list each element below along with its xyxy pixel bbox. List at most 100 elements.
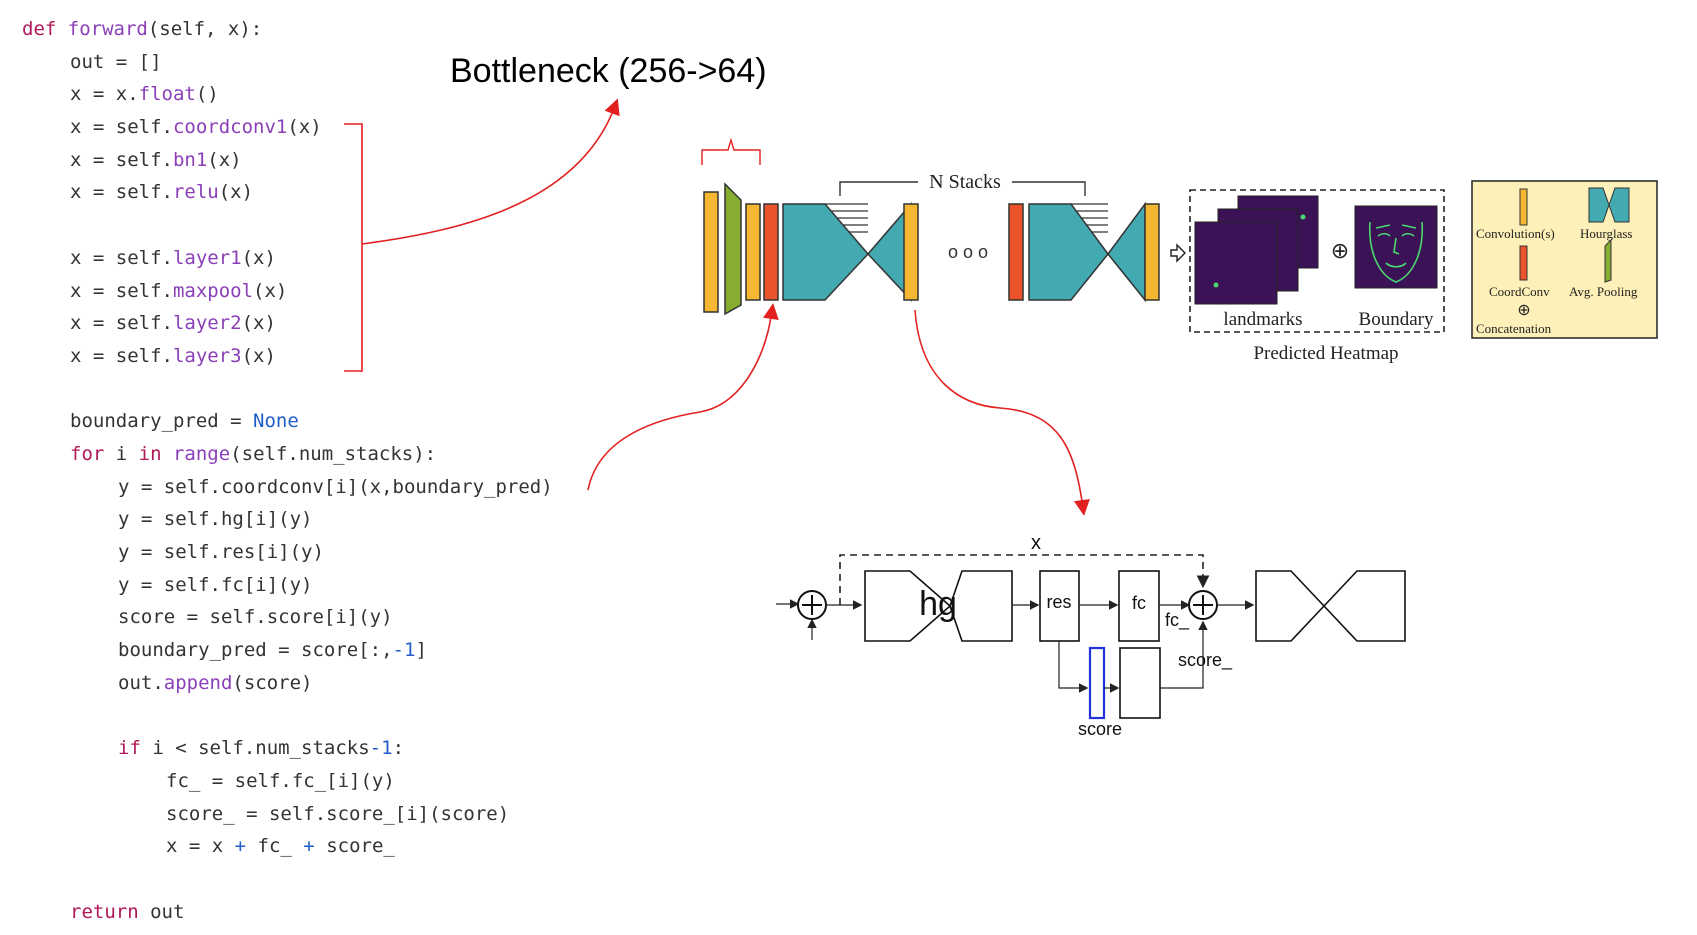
code-token: + xyxy=(234,835,258,858)
score-block xyxy=(1088,646,1106,720)
code-line: def forward(self, x): xyxy=(22,13,553,46)
legend-coordconv-label: CoordConv xyxy=(1489,284,1550,299)
landmark-dot xyxy=(1213,282,1219,288)
legend-hourglass-swatch xyxy=(1588,187,1630,223)
code-token: -1 xyxy=(369,737,393,760)
code-line: y = self.coordconv[i](x,boundary_pred) xyxy=(22,471,553,504)
code-token: boundary_pred = xyxy=(70,410,254,433)
code-token: () xyxy=(195,83,219,106)
bottleneck-arrow xyxy=(361,98,620,245)
output-arrow xyxy=(1170,243,1186,263)
code-token: -1 xyxy=(392,639,416,662)
heatmap-box xyxy=(1189,189,1445,333)
code-token: (x) xyxy=(241,246,276,269)
avgpool-block xyxy=(724,182,742,316)
score-branch-edge xyxy=(1058,641,1089,693)
code-token: score_ = self.score_[i](score) xyxy=(166,802,510,825)
code-token: i xyxy=(115,442,139,465)
code-token: x = self. xyxy=(70,116,173,139)
boundary-heatmap xyxy=(1354,205,1438,289)
code-token: (x) xyxy=(241,344,276,367)
code-line: x = self.maxpool(x) xyxy=(22,275,553,308)
code-line: boundary_pred = score[:,-1] xyxy=(22,634,553,667)
code-line: x = self.bn1(x) xyxy=(22,144,553,177)
code-token: y = self.hg[i](y) xyxy=(118,508,313,531)
code-token: fc_ xyxy=(257,835,304,858)
code-token: x = self. xyxy=(70,344,173,367)
code-token: coordconv1 xyxy=(172,116,288,139)
code-token: layer3 xyxy=(172,344,242,367)
score-underscore-label: score_ xyxy=(1178,650,1233,671)
code-token: in xyxy=(138,442,173,465)
landmarks-label: landmarks xyxy=(1223,309,1302,330)
coordconv-block xyxy=(1008,203,1024,301)
code-token: score_ xyxy=(326,835,395,858)
conv-block xyxy=(903,203,919,301)
code-line: fc_ = self.fc_[i](y) xyxy=(22,765,553,798)
code-bracket xyxy=(344,123,363,372)
code-token: (score) xyxy=(232,671,313,694)
code-line: x = self.layer3(x) xyxy=(22,340,553,373)
code-token: x = self. xyxy=(70,148,173,171)
landmark-heatmap xyxy=(1194,221,1278,305)
code-line: out.append(score) xyxy=(22,667,553,700)
code-token: score = self.score[i](y) xyxy=(118,606,393,629)
code-token: x = self. xyxy=(70,279,173,302)
legend-concat-symbol: ⊕ xyxy=(1517,302,1530,319)
code-token: boundary_pred = score[:, xyxy=(118,639,393,662)
score-label: score xyxy=(1078,719,1122,739)
code-line: y = self.fc[i](y) xyxy=(22,569,553,602)
code-token: fc_ = self.fc_[i](y) xyxy=(166,769,395,792)
skip-connections xyxy=(1071,203,1108,233)
code-line: score_ = self.score_[i](score) xyxy=(22,798,553,831)
conv-block xyxy=(1144,203,1160,301)
code-token: : xyxy=(392,737,405,760)
hg-label: hg xyxy=(919,585,957,623)
conv-block xyxy=(703,191,719,313)
coordconv-arrow xyxy=(587,303,779,491)
hg-block xyxy=(864,570,1013,642)
code-token: x = x. xyxy=(70,83,139,106)
code-token: forward xyxy=(67,18,148,40)
add-node-plus xyxy=(1193,595,1213,615)
code-token: def xyxy=(22,18,68,40)
code-token: out xyxy=(150,900,185,923)
fc-label: fc xyxy=(1132,593,1146,613)
code-line: y = self.res[i](y) xyxy=(22,536,553,569)
code-token: (x) xyxy=(218,181,254,204)
code-token: if xyxy=(118,737,153,760)
n-stacks-label: N Stacks xyxy=(929,171,1001,193)
code-token: y = self.fc[i](y) xyxy=(118,573,313,596)
code-token: None xyxy=(253,410,299,433)
boundary-label: Boundary xyxy=(1359,309,1434,330)
legend-concat-label: Concatenation xyxy=(1476,321,1552,336)
code-token: i < self.num_stacks xyxy=(152,737,370,760)
code-token: (x) xyxy=(241,312,276,335)
code-token: y = self.res[i](y) xyxy=(118,541,324,563)
n-stacks-bracket xyxy=(839,181,1086,196)
code-token: (self.num_stacks): xyxy=(230,442,437,465)
code-line: x = self.coordconv1(x) xyxy=(22,111,553,144)
x-label: x xyxy=(1031,532,1041,554)
next-hourglass-block xyxy=(1255,570,1406,642)
code-token: float xyxy=(138,83,196,106)
code-line: x = x.float() xyxy=(22,78,553,111)
code-token: return xyxy=(70,900,151,923)
code-line: if i < self.num_stacks-1: xyxy=(22,732,553,765)
code-line: x = self.relu(x) xyxy=(22,176,553,209)
legend-avgpool-label: Avg. Pooling xyxy=(1569,284,1638,299)
code-line: x = x + fc_ + score_ xyxy=(22,830,553,863)
code-block: def forward(self, x):out = []x = x.float… xyxy=(22,13,553,928)
legend-avgpool-swatch xyxy=(1604,238,1612,283)
legend-coordconv-swatch xyxy=(1519,245,1528,281)
skip-connections xyxy=(825,203,868,233)
code-token: (x) xyxy=(253,279,288,302)
legend-hourglass-label: Hourglass xyxy=(1580,226,1632,241)
code-token: (self, x): xyxy=(147,18,263,40)
predicted-heatmap-label: Predicted Heatmap xyxy=(1253,343,1398,364)
add-node-plus xyxy=(802,595,822,615)
code-token: layer1 xyxy=(172,246,242,269)
code-token: + xyxy=(303,835,327,858)
code-line: y = self.hg[i](y) xyxy=(22,503,553,536)
